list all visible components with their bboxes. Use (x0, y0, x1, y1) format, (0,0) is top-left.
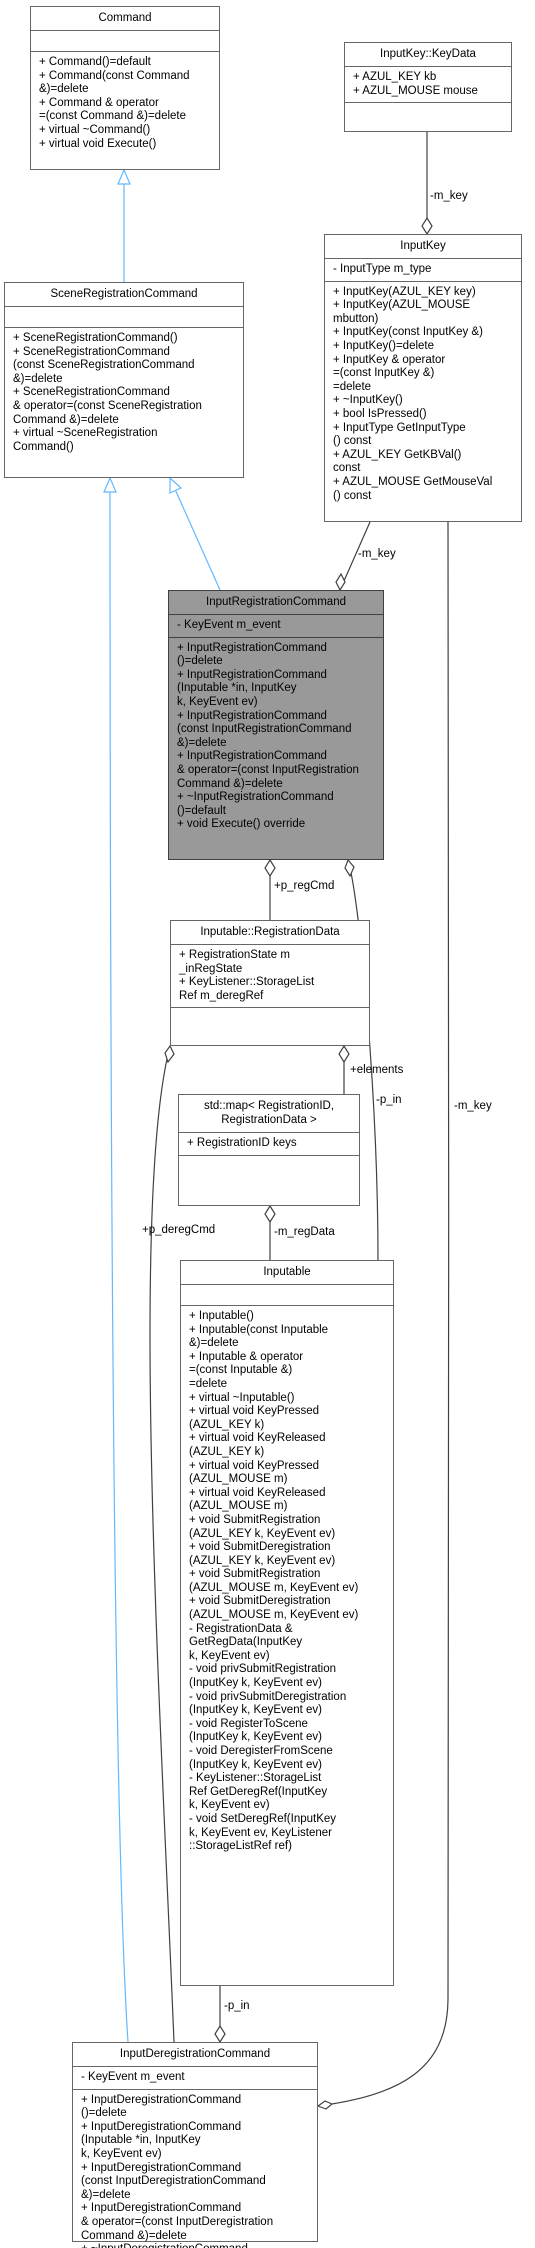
edge-label-keydata-m-key: -m_key (430, 190, 468, 202)
edge-label-p-in-upper: -p_in (376, 1094, 402, 1106)
edge-inputderegistration-scenereg (109, 477, 129, 2043)
class-name: Inputable::RegistrationData (171, 921, 369, 945)
class-operations (179, 1156, 359, 1180)
class-inputable-registrationdata[interactable]: Inputable::RegistrationData + Registrati… (170, 920, 370, 1046)
edge-inputregistration-scenereg (169, 477, 221, 591)
diamond-inputdereg-top (214, 2024, 226, 2044)
class-attributes: + RegistrationID keys (179, 1133, 359, 1156)
diamond-inputkey-top (421, 216, 433, 236)
class-operations: + SceneRegistrationCommand() + SceneRegi… (13, 332, 202, 453)
class-inputkey[interactable]: InputKey - InputType m_type + InputKey(A… (324, 234, 522, 522)
class-name: std::map< RegistrationID, RegistrationDa… (179, 1095, 359, 1133)
class-operations: + Inputable() + Inputable(const Inputabl… (189, 1310, 359, 1853)
class-name: Command (31, 7, 219, 31)
class-std-map[interactable]: std::map< RegistrationID, RegistrationDa… (178, 1094, 360, 1206)
class-operations: + InputKey(AZUL_KEY key) + InputKey(AZUL… (333, 285, 493, 502)
class-inputderegistrationcommand[interactable]: InputDeregistrationCommand - KeyEvent m_… (72, 2042, 318, 2248)
class-name: InputKey (325, 235, 521, 259)
arrowhead-command (117, 168, 131, 185)
diamond-inputreg-bottom-right (344, 858, 355, 878)
class-attributes: - KeyEvent m_event (73, 2067, 317, 2090)
class-attributes (181, 1285, 393, 1306)
class-inputkey-keydata[interactable]: InputKey::KeyData + AZUL_KEY kb + AZUL_M… (344, 42, 512, 132)
class-name: SceneRegistrationCommand (5, 283, 243, 307)
diamond-inputreg-bottom-left (264, 858, 276, 878)
edge-label-elements: +elements (350, 1064, 404, 1076)
diamond-stdmap-bottom (264, 1204, 276, 1224)
class-inputregistrationcommand[interactable]: InputRegistrationCommand - KeyEvent m_ev… (168, 590, 384, 860)
class-attributes: + RegistrationState m _inRegState + KeyL… (171, 945, 369, 1009)
edge-inputkey-inputderegistration (317, 521, 450, 2107)
class-operations: + Command()=default + Command(const Comm… (39, 56, 190, 150)
class-operations (171, 1008, 369, 1032)
class-name: InputDeregistrationCommand (73, 2043, 317, 2067)
edge-label-p-deregcmd: +p_deregCmd (142, 1224, 216, 1236)
class-operations: + InputRegistrationCommand ()=delete + I… (177, 641, 359, 831)
class-attributes (5, 307, 243, 328)
edge-label-p-regcmd: +p_regCmd (274, 880, 335, 892)
class-name: InputKey::KeyData (345, 43, 511, 67)
edge-label-inputkey-m-key: -m_key (358, 548, 396, 560)
diamond-inputdereg-right (316, 2100, 334, 2110)
class-name: InputRegistrationCommand (169, 591, 383, 615)
diamond-inputreg-top (335, 572, 346, 592)
edge-label-m-regdata: -m_regData (274, 1226, 335, 1238)
class-attributes: + AZUL_KEY kb + AZUL_MOUSE mouse (345, 67, 511, 104)
class-attributes (31, 31, 219, 52)
arrowhead-scenereg-right (169, 476, 183, 494)
class-operations (345, 103, 511, 127)
class-attributes: - InputType m_type (325, 259, 521, 282)
arrowhead-scenereg-left (103, 476, 117, 493)
edge-label-inputkey-m-key-long: -m_key (454, 1100, 492, 1112)
class-operations: + InputDeregistrationCommand ()=delete +… (81, 2093, 274, 2248)
edge-label-p-in-lower: -p_in (224, 2000, 250, 2012)
class-sceneregistrationcommand[interactable]: SceneRegistrationCommand + SceneRegistra… (4, 282, 244, 478)
diamond-regdata-bottom (338, 1044, 350, 1064)
class-command[interactable]: Command + Command()=default + Command(co… (30, 6, 220, 170)
class-name: Inputable (181, 1261, 393, 1285)
edge-inputkey-inputregistration (339, 521, 371, 591)
edge-inputdereg-regdata (149, 1045, 175, 2043)
class-attributes: - KeyEvent m_event (169, 615, 383, 638)
diamond-regdata-bottom-left (164, 1044, 175, 1064)
class-inputable[interactable]: Inputable + Inputable() + Inputable(cons… (180, 1260, 394, 1986)
